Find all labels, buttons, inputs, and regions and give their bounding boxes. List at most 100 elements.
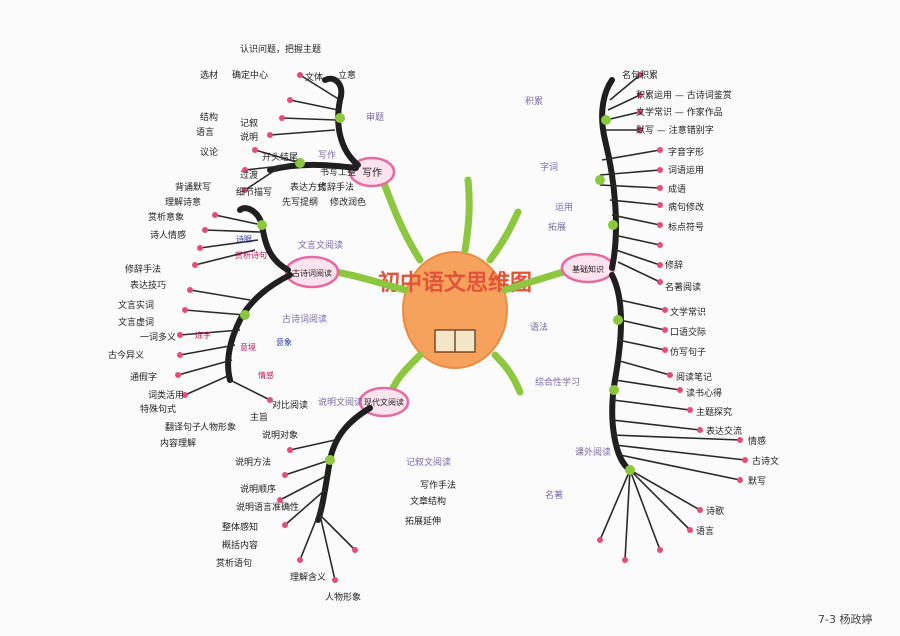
small-label: 古诗文 [752, 455, 779, 467]
leaf: 修改润色 [330, 196, 366, 208]
branch-modern-label: 现代文阅读 [364, 397, 404, 407]
leaf: 文章结构 [410, 495, 446, 507]
extra-sub2: 名著 [545, 489, 563, 501]
leaf: 默写 — 注意错别字 [636, 124, 714, 136]
leaf: 拓展延伸 [405, 515, 441, 527]
small-label: 拓展 [548, 221, 566, 233]
leaf: 赏析意象 [148, 211, 184, 223]
leaf: 说明方法 [235, 456, 271, 468]
leaf: 口语交际 [670, 326, 706, 338]
basics-sub2: 语法 [530, 321, 548, 333]
small-label: 诗歌 [706, 505, 724, 517]
leaf: 结构 [200, 111, 218, 123]
branch-reading-node: 古诗词阅读 [284, 255, 340, 289]
modern-sub2: 记叙文阅读 [406, 456, 451, 468]
leaf: 说明顺序 [240, 483, 276, 495]
leaf: 表达技巧 [130, 279, 166, 291]
basics-leaves: 积累 名句积累 积累运用 — 古诗词鉴赏 文学常识 — 作家作品 默写 — 注意… [525, 69, 732, 358]
leaf: 特殊句式 [140, 403, 176, 415]
leaf: 确定中心 [232, 69, 268, 81]
basics-sub1: 字词 [540, 161, 558, 173]
leaf: 阅读笔记 [676, 371, 712, 383]
leaf: 一词多义 [140, 331, 176, 343]
leaf: 词语运用 [668, 165, 704, 176]
leaf: 整体感知 [222, 521, 258, 533]
leaf: 文学常识 [670, 306, 706, 318]
writing-sub2: 写作 [318, 149, 336, 161]
leaf: 词类活用 [148, 389, 184, 401]
extra-leaves: 阅读笔记 读书心得 主题探究 表达交流 情感 古诗文 默写 诗歌 语言 [676, 371, 779, 537]
leaf: 先写提纲 [282, 196, 318, 208]
leaf: 读书心得 [686, 387, 722, 399]
modern-sub1: 说明文阅读 [318, 396, 363, 408]
branch-basics-label: 基础知识 [572, 264, 604, 274]
leaf: 文言实词 [118, 299, 154, 311]
leaf: 内容理解 [160, 437, 196, 449]
branch-writing-label: 写作 [362, 167, 382, 179]
annotation: 炼字 [195, 330, 211, 340]
annotation: 情感 [258, 370, 274, 380]
leaf: 人物形象 [200, 421, 236, 433]
leaf: 名句积累 [622, 69, 658, 81]
leaf: 选材 [200, 69, 218, 81]
leaf: 名著阅读 [665, 281, 701, 293]
leaf: 文学常识 — 作家作品 [636, 106, 723, 118]
annotation: 意境 [240, 342, 256, 352]
leaf: 主旨 [250, 411, 268, 423]
leaf: 积累运用 — 古诗词鉴赏 [636, 89, 732, 101]
annotation: 诗眼 [236, 234, 252, 244]
central-node: 初中语文思维图 [378, 251, 532, 369]
leaf: 成语 [668, 183, 686, 195]
leaf: 字音字形 [668, 146, 704, 158]
twigs [177, 74, 746, 581]
leaf: 写作手法 [420, 479, 456, 491]
leaf: 书写工整 [320, 166, 356, 178]
extra-sub1: 课外阅读 [575, 446, 611, 458]
reading-sub1: 文言文阅读 [298, 239, 343, 251]
leaf: 文言虚词 [118, 316, 154, 328]
annotation: 赏析诗句 [235, 250, 267, 260]
small-label: 语言 [696, 525, 714, 537]
reading-sub2: 古诗词阅读 [282, 313, 327, 325]
small-label: 默写 [748, 476, 766, 487]
leaf: 翻译句子 [165, 421, 201, 433]
leaf: 说明对象 [262, 429, 298, 441]
leaf: 表达交流 [706, 425, 742, 437]
leaf: 通假字 [130, 371, 157, 383]
writing-sub1: 审题 [366, 111, 384, 123]
leaf: 诗人情感 [150, 229, 186, 241]
branch-basics-node: 基础知识 [560, 252, 616, 284]
writing-leaves: 认识问题，把握主题 选材 确定中心 文体 立意 结构 语言 记叙 说明 议论 开… [196, 43, 366, 208]
leaf: 过渡 [240, 169, 258, 181]
leaf: 说明语言准确性 [236, 501, 299, 513]
leaf: 语言 [196, 126, 214, 138]
leaf: 对比阅读 [272, 399, 308, 411]
leaf: 细节描写 [236, 186, 272, 198]
leaf: 文体 [305, 71, 323, 83]
leaf: 理解含义 [290, 571, 326, 583]
leaf-dots [175, 72, 748, 583]
leaf: 概括内容 [222, 539, 258, 551]
annotation: 意象 [276, 337, 292, 347]
leaf: 立意 [338, 69, 356, 81]
leaf: 人物形象 [325, 591, 361, 603]
modern-leaves: 说明对象 说明方法 说明顺序 说明语言准确性 整体感知 概括内容 赏析语句 理解… [216, 429, 456, 603]
leaf: 表达方式 [290, 181, 326, 193]
small-label: 情感 [748, 435, 766, 447]
leaf: 修辞 [665, 259, 683, 271]
reading-leaves: 背诵默写 理解诗意 赏析意象 诗人情感 修辞手法 表达技巧 文言实词 文言虚词 … [108, 181, 308, 449]
leaf: 背诵默写 [175, 181, 211, 193]
leaf: 病句修改 [668, 201, 704, 213]
leaf: 古今异义 [108, 349, 144, 361]
leaf: 主题探究 [696, 406, 732, 418]
leaf: 标点符号 [668, 221, 704, 233]
leaf: 赏析语句 [216, 557, 252, 569]
leaf: 仿写句子 [670, 346, 706, 358]
branch-reading-label: 古诗词阅读 [292, 268, 332, 278]
trunk-nodes [240, 113, 635, 475]
signature: 7-3 杨政婷 [818, 612, 872, 626]
leaf: 修辞手法 [318, 181, 354, 193]
leaf: 认识问题，把握主题 [240, 43, 321, 55]
leaf: 说明 [240, 131, 258, 143]
